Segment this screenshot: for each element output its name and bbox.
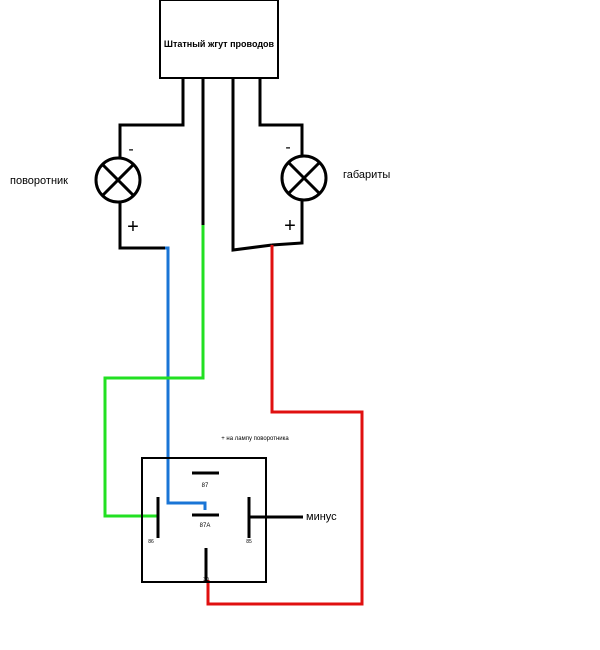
- minus-label: минус: [306, 511, 337, 523]
- right-lamp: [280, 154, 328, 202]
- relay-note: + на лампу поворотника: [221, 436, 289, 442]
- blue-wire: [165, 246, 207, 510]
- pin-87a: 87A: [200, 523, 211, 529]
- harness-label: Штатный жгут проводов: [164, 39, 275, 49]
- right-lamp-plus: +: [284, 215, 296, 237]
- left-lamp-label: поворотник: [10, 175, 68, 187]
- pin-86: 86: [148, 539, 154, 545]
- black-wires: [118, 78, 304, 252]
- right-lamp-label: габариты: [343, 169, 390, 181]
- red-wire: [206, 245, 364, 606]
- pin-87: 87: [202, 483, 209, 489]
- pin-30: 30: [203, 577, 209, 583]
- right-lamp-minus: -: [285, 139, 290, 156]
- left-lamp-minus: -: [128, 141, 133, 158]
- pin-85: 85: [246, 539, 252, 545]
- harness-box: [159, 0, 279, 79]
- left-lamp: [94, 156, 142, 204]
- left-lamp-plus: +: [127, 216, 139, 238]
- relay-box: [141, 457, 267, 583]
- relay-contacts: [156, 471, 303, 582]
- green-wire: [103, 225, 205, 518]
